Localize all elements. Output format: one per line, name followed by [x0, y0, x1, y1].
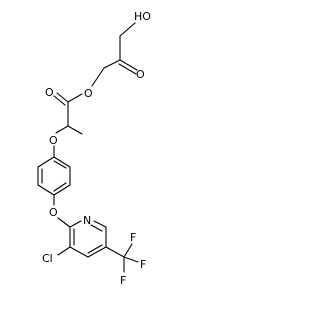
benzene-ring-bonds [37, 156, 71, 206]
atom-ether-oxygen-upper: O [49, 134, 58, 147]
bond-c5-cf3 [105, 246, 125, 258]
atom-pyridine-nitrogen: N [83, 214, 91, 227]
bond-cf3-fluorine-top [123, 243, 133, 258]
atom-labels: HO O O O O O N Cl F F F [42, 10, 151, 287]
pyridine-bond-c4-c3 [69, 246, 89, 258]
atom-fluorine-right: F [140, 258, 146, 271]
chemical-structure: HO O O O O O N Cl F F F [37, 10, 151, 287]
bond-ch2-ester-o [91, 67, 105, 87]
bond-ho-ch2 [119, 22, 136, 37]
atom-hydroxyl-oxygen: HO [134, 10, 151, 23]
pyridine-bond-c2-n [69, 220, 82, 228]
atom-chlorine: Cl [42, 252, 53, 265]
bond-ether-o-pyridine [57, 217, 71, 228]
pyridine-inner-bond-b [90, 224, 103, 232]
ring-bond-4 [37, 184, 55, 196]
bond-ester-o-carbonyl [67, 93, 83, 103]
bond-ketone-double-a [119, 59, 138, 71]
bond-carbonyl-double-a [56, 92, 69, 103]
atom-fluorine-top: F [130, 231, 136, 244]
pyridine-ring-bonds [57, 217, 139, 273]
ring-bond-3 [53, 184, 71, 196]
pyridine-inner-bond-c [87, 244, 103, 254]
bond-ch-ether-o [55, 125, 69, 134]
atom-ester-carbonyl-oxygen: O [45, 86, 54, 99]
pyridine-bond-n-c6 [93, 220, 107, 228]
bond-carbonyl-double-b [53, 95, 66, 106]
atom-ester-single-oxygen: O [84, 87, 93, 100]
ring-inner-bond-a [53, 160, 67, 169]
ring-bond-1 [53, 156, 71, 168]
ring-bond-6 [37, 156, 55, 168]
atom-ketone-oxygen: O [136, 68, 145, 81]
bond-ketone-ch2 [103, 59, 121, 69]
ring-inner-bond-b [53, 182, 67, 192]
pyridine-bond-c5-c4 [87, 246, 107, 258]
atom-ether-oxygen-lower: O [49, 206, 58, 219]
bond-ch-methyl [67, 125, 83, 135]
bond-ketone-double-b [118, 63, 137, 75]
atom-fluorine-bottom: F [120, 274, 126, 287]
bond-c3-chlorine [57, 246, 71, 256]
bond-cf3-fluorine-right [123, 256, 139, 263]
side-chain-bonds [53, 22, 138, 158]
